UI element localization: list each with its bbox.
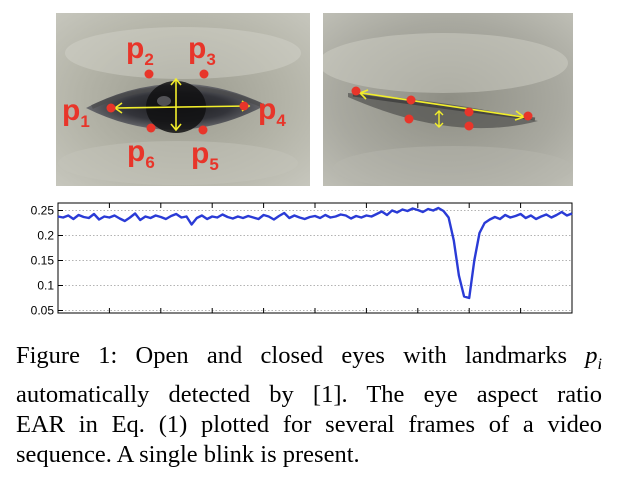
- y-tick-label: 0.05: [31, 304, 55, 318]
- horizontal-distance-line: [360, 92, 524, 118]
- landmark-p5-label: p5: [191, 137, 219, 174]
- landmark-p5-dot: [464, 121, 474, 131]
- landmark-p3-dot: [199, 69, 209, 79]
- y-tick-labels: 0.25 0.2 0.15 0.1 0.05: [31, 204, 55, 318]
- caption-line-1: Figure 1: Open and closed eyes with land…: [16, 342, 602, 373]
- closed-eye-image: [323, 13, 573, 186]
- y-tick-label: 0.2: [37, 229, 54, 243]
- horizontal-distance-line: [115, 105, 249, 109]
- landmark-p3-label: p3: [188, 32, 216, 69]
- landmark-p1-dot: [106, 103, 116, 113]
- landmark-p2-dot: [144, 69, 154, 79]
- landmark-p6-label: p6: [127, 135, 155, 172]
- ear-chart-svg: 0.25 0.2 0.15 0.1 0.05: [31, 202, 573, 318]
- caption-line-3: EAR in Eq. (1) plotted for several frame…: [16, 410, 602, 438]
- landmark-p4-dot: [523, 111, 533, 121]
- y-tick-label: 0.25: [31, 204, 55, 218]
- landmark-p2-label: p2: [126, 32, 154, 69]
- landmark-p1-dot: [351, 86, 361, 96]
- landmark-p5-dot: [198, 125, 208, 135]
- y-tick-label: 0.15: [31, 254, 55, 268]
- landmark-p4-dot: [239, 101, 249, 111]
- caption-line-4: sequence. A single blink is present.: [16, 440, 360, 468]
- ear-line-chart: 0.25 0.2 0.15 0.1 0.05: [0, 196, 617, 322]
- figure-caption: Figure 1: Open and closed eyes with land…: [16, 341, 602, 470]
- plot-frame: [57, 202, 573, 314]
- caption-line-2: automatically detected by [1]. The eye a…: [16, 380, 602, 408]
- landmark-p6-dot: [404, 114, 414, 124]
- ear-series-line: [57, 206, 573, 300]
- chart-grid: [58, 210, 572, 311]
- landmark-p2-dot: [406, 95, 416, 105]
- landmark-p4-label: p4: [258, 93, 286, 130]
- chart-ticks: [58, 203, 522, 313]
- landmark-p1-label: p1: [62, 94, 90, 131]
- landmark-p6-dot: [146, 123, 156, 133]
- y-tick-label: 0.1: [37, 279, 54, 293]
- open-eye-image: p2 p3 p1 p4 p6 p5: [56, 13, 310, 186]
- landmark-p3-dot: [464, 107, 474, 117]
